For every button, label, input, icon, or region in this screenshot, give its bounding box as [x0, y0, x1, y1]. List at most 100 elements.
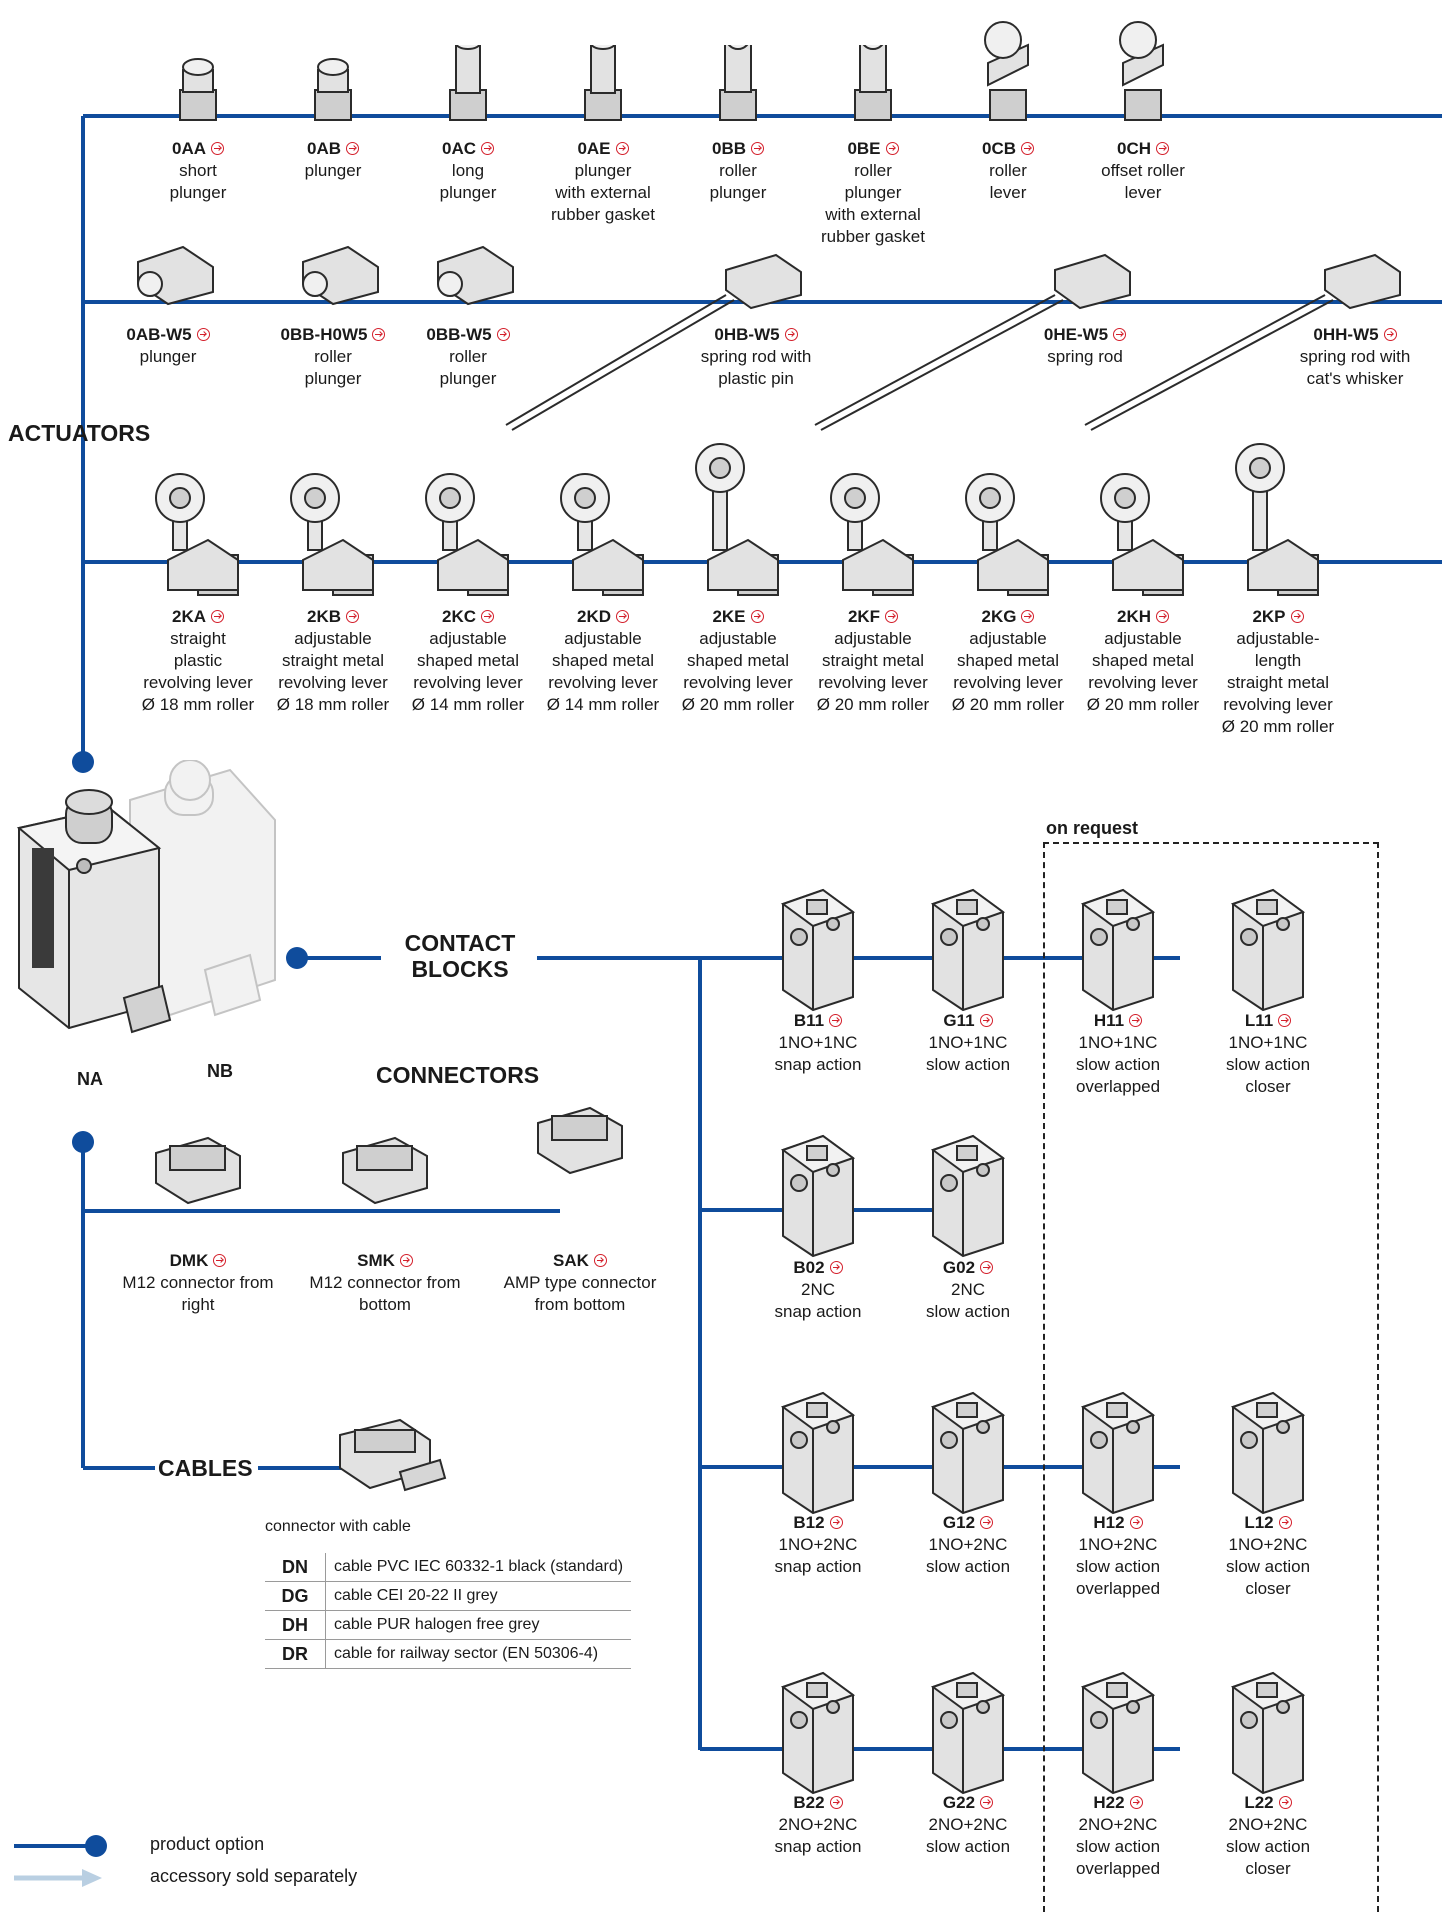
- arrow-circle-icon[interactable]: [829, 1516, 843, 1529]
- arrow-circle-icon[interactable]: [346, 610, 359, 623]
- product-code: H12: [1093, 1513, 1125, 1532]
- arrow-circle-icon[interactable]: [211, 610, 224, 623]
- arrow-circle-icon[interactable]: [829, 1014, 843, 1027]
- arrow-circle-icon[interactable]: [1383, 328, 1397, 341]
- arrow-circle-icon[interactable]: [1021, 142, 1034, 155]
- arrow-circle-icon[interactable]: [399, 1254, 413, 1267]
- arrow-circle-icon[interactable]: [885, 142, 899, 155]
- actuator-0cb-image: [984, 21, 1029, 121]
- arrow-circle-icon[interactable]: [1156, 610, 1169, 623]
- arrow-circle-icon[interactable]: [616, 610, 629, 623]
- arrow-circle-icon[interactable]: [885, 610, 899, 623]
- arrow-circle-icon[interactable]: [1290, 610, 1304, 623]
- actuator-0hb-w5-image: [505, 253, 802, 431]
- arrow-circle-icon[interactable]: [980, 1516, 994, 1529]
- arrow-circle-icon[interactable]: [979, 1014, 993, 1027]
- arrow-circle-icon[interactable]: [615, 142, 629, 155]
- arrow-circle-icon[interactable]: [481, 142, 494, 155]
- product-description: 1NO+1NC slow action closer: [1225, 1033, 1311, 1096]
- arrow-circle-icon[interactable]: [213, 1254, 227, 1267]
- product-code: 0CH: [1116, 139, 1151, 158]
- arrow-circle-icon[interactable]: [750, 610, 764, 623]
- contact-block-l11[interactable]: L11 1NO+1NC slow action closer: [1198, 1010, 1338, 1098]
- arrow-circle-icon[interactable]: [481, 610, 494, 623]
- product-code: SMK: [357, 1251, 395, 1270]
- actuator-2kd-image: [560, 473, 644, 596]
- arrow-circle-icon[interactable]: [829, 1796, 843, 1809]
- legend-product-option: product option: [150, 1834, 265, 1854]
- arrow-circle-icon[interactable]: [1129, 1516, 1143, 1529]
- arrow-circle-icon[interactable]: [1021, 610, 1035, 623]
- arrow-circle-icon[interactable]: [1129, 1014, 1143, 1027]
- product-code: G22: [942, 1793, 976, 1812]
- arrow-circle-icon[interactable]: [196, 328, 210, 341]
- arrow-circle-icon[interactable]: [593, 1254, 607, 1267]
- arrow-circle-icon[interactable]: [751, 142, 764, 155]
- product-description: adjustable shaped metal revolving lever …: [1086, 629, 1200, 714]
- arrow-circle-icon[interactable]: [1278, 1516, 1292, 1529]
- arrow-circle-icon[interactable]: [1156, 142, 1169, 155]
- product-code: 0HE-W5: [1043, 325, 1109, 344]
- product-code: 2KP: [1252, 607, 1286, 626]
- product-description: short plunger: [169, 161, 227, 202]
- arrow-circle-icon[interactable]: [496, 328, 510, 341]
- arrow-circle-icon[interactable]: [980, 1796, 994, 1809]
- arrow-circle-icon[interactable]: [346, 142, 359, 155]
- arrow-circle-icon[interactable]: [980, 1261, 994, 1274]
- arrow-circle-icon[interactable]: [1113, 328, 1127, 341]
- actuator-0aa-image: [179, 58, 217, 121]
- arrow-circle-icon[interactable]: [1278, 1796, 1292, 1809]
- arrow-circle-icon[interactable]: [211, 142, 224, 155]
- arrow-circle-icon[interactable]: [829, 1261, 843, 1274]
- arrow-circle-icon[interactable]: [784, 328, 798, 341]
- product-code: L11: [1244, 1011, 1274, 1030]
- arrow-circle-icon[interactable]: [1129, 1796, 1143, 1809]
- arrow-circle-icon[interactable]: [372, 328, 386, 341]
- arrow-circle-icon[interactable]: [1278, 1014, 1292, 1027]
